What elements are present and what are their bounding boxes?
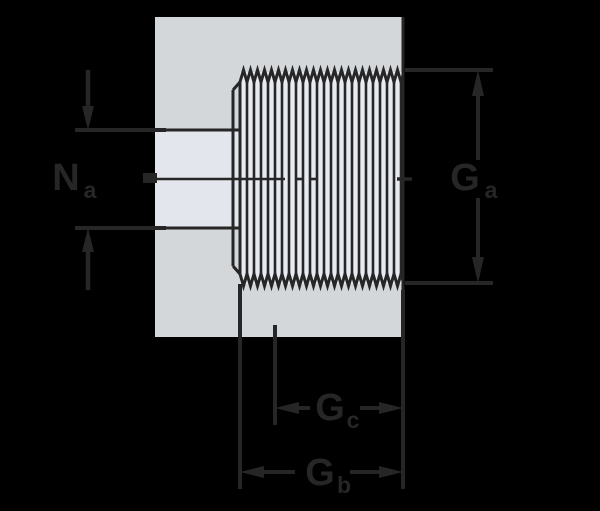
dimension-Na: N a: [52, 70, 166, 290]
Ga-label-symbol: G: [450, 157, 480, 199]
Gc-arrowhead-right: [379, 402, 403, 414]
thread-chamfer-top: [231, 81, 242, 91]
thread-chamfer-bottom: [231, 265, 242, 275]
Gb-label-subscript: b: [337, 472, 351, 498]
dimension-Gb: G b: [238, 452, 405, 498]
thread-crest-bottom: [238, 268, 405, 292]
thread-crest-top: [238, 64, 405, 88]
Ga-arrowhead-bottom: [472, 257, 484, 283]
Gc-arrowhead-left: [275, 402, 299, 414]
Na-label-subscript: a: [84, 177, 97, 203]
Gc-label-subscript: c: [347, 407, 360, 433]
Na-arrowhead-bottom: [82, 228, 94, 252]
Ga-arrowhead-top: [472, 70, 484, 96]
Na-label-symbol: N: [52, 157, 79, 199]
dimension-Ga: G a: [405, 68, 498, 285]
Gb-arrowhead-left: [240, 466, 264, 478]
Ga-label-subscript: a: [485, 177, 498, 203]
axis-centerline-left-tick: [143, 173, 157, 183]
Gc-label-symbol: G: [315, 387, 345, 429]
Na-arrowhead-top: [82, 106, 94, 130]
dimension-Gc: G c: [273, 387, 405, 433]
Gb-label-symbol: G: [305, 452, 335, 494]
Gb-arrowhead-right: [379, 466, 403, 478]
